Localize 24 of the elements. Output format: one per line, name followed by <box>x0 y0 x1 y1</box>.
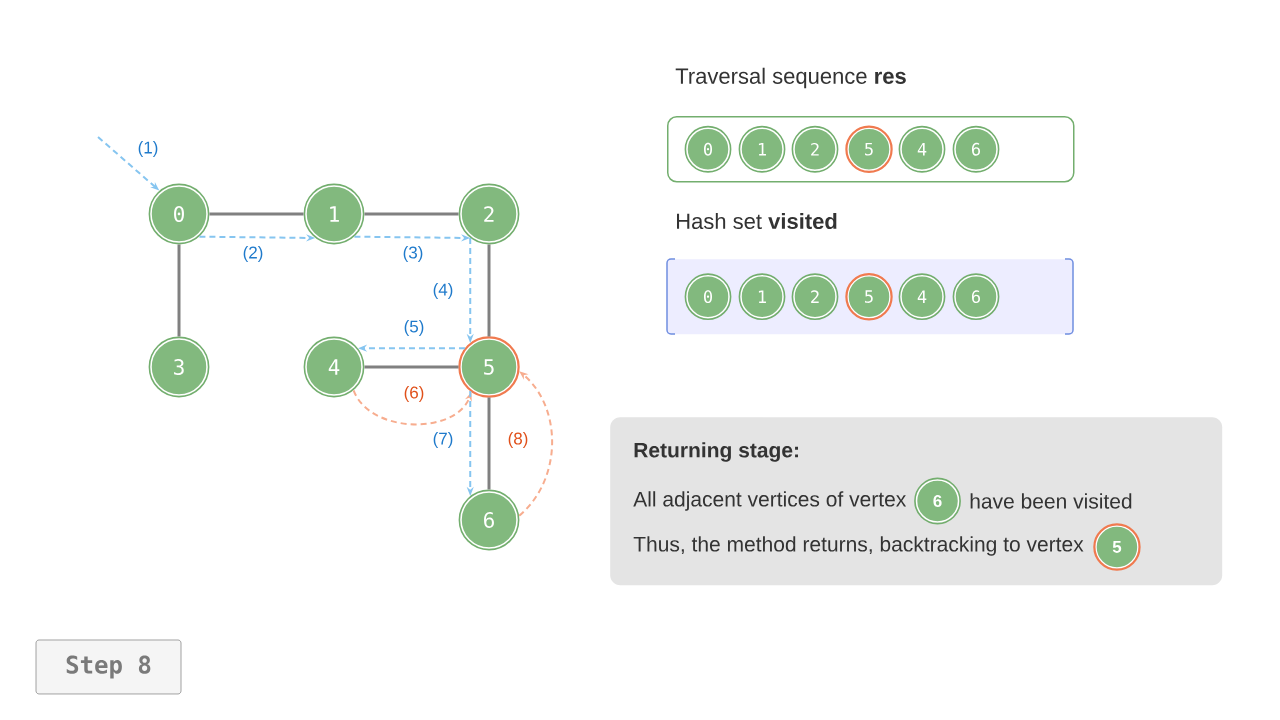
edge-label: (5) <box>402 319 426 337</box>
edge-label: (7) <box>431 431 455 449</box>
edge-label: (2) <box>241 245 265 263</box>
sentence-text: Thus, the method returns, backtracking to vertex <box>633 536 1084 556</box>
arrow <box>352 389 472 426</box>
step-box: Step 8 <box>35 639 182 695</box>
edge-line <box>209 212 304 216</box>
edge-label: (1) <box>136 140 160 158</box>
sentence-text: All adjacent vertices of vertex <box>633 491 907 511</box>
arrow <box>518 371 554 517</box>
heading: Traversal sequence res <box>675 67 906 89</box>
info-panel <box>610 417 1223 586</box>
edge-line <box>177 244 181 337</box>
heading: Hash set visited <box>677 212 837 230</box>
edge-label: (6) <box>402 385 426 403</box>
edge-line <box>487 397 491 490</box>
edge-line <box>364 212 459 216</box>
edge-label: (4) <box>431 282 455 300</box>
sentence-text: have been visited <box>970 493 1132 509</box>
heading: Returning stage: <box>634 442 798 462</box>
edge-line <box>364 365 459 369</box>
edge-label: (3) <box>401 245 425 263</box>
edge-label: (8) <box>506 431 530 449</box>
edge-line <box>487 244 491 337</box>
